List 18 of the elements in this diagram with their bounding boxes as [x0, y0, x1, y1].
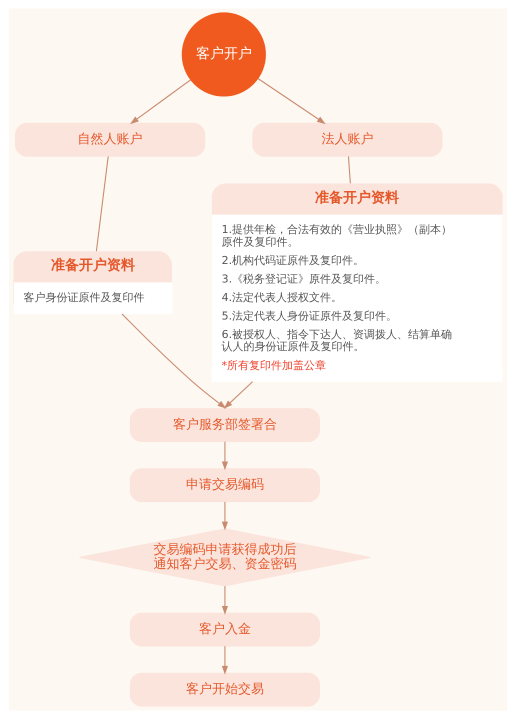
arrow [222, 442, 228, 470]
node-box: 自然人账户 [15, 122, 206, 157]
node-box: 客户服务部签署合 [130, 408, 320, 442]
arrow [224, 381, 254, 409]
connector [96, 156, 109, 252]
node-circle: 客户开户 [182, 12, 266, 97]
connector [348, 156, 351, 184]
arrow [122, 314, 226, 409]
node-box: 法人账户 [252, 122, 442, 157]
node-box: 申请交易编码 [130, 468, 320, 502]
node-box: 客户入金 [130, 612, 320, 646]
arrow [258, 78, 326, 124]
arrow [222, 646, 228, 675]
arrow [222, 586, 228, 615]
node-diamond: 交易编码申请获得成功后通知客户交易、资金密码 [78, 528, 371, 586]
arrow [130, 79, 191, 124]
arrow [222, 502, 228, 530]
node-box: 客户开始交易 [130, 672, 320, 707]
